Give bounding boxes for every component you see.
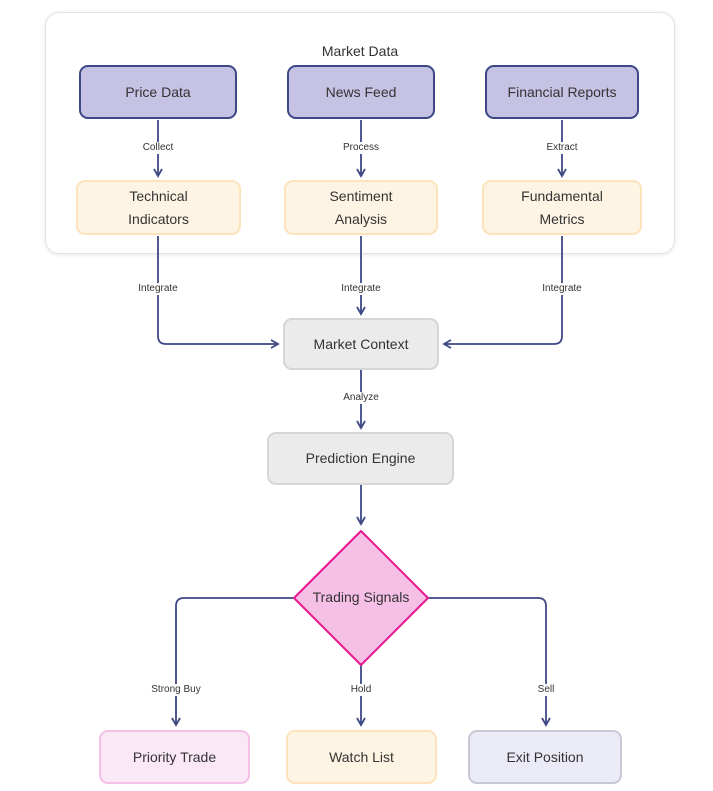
edge-label-hold: Hold (348, 684, 374, 696)
node-priority-trade-label: Priority Trade (132, 748, 217, 765)
edge-integrate-technical (157, 236, 280, 349)
edge-label-collect: Collect (140, 142, 176, 154)
edge-integrate-fundamental (442, 236, 563, 349)
node-priority-trade[interactable]: Priority Trade (99, 730, 250, 784)
node-financial-reports-label: Financial Reports (507, 83, 617, 100)
node-market-context[interactable]: Market Context (283, 318, 439, 370)
edge-label-strong-buy: Strong Buy (149, 684, 203, 696)
node-exit-position-label: Exit Position (506, 748, 584, 765)
edge-label-integrate-1: Integrate (136, 283, 180, 295)
node-trading-signals-label[interactable]: Trading Signals (312, 589, 410, 605)
node-watch-list-label: Watch List (329, 748, 394, 765)
node-exit-position[interactable]: Exit Position (468, 730, 622, 784)
node-financial-reports[interactable]: Financial Reports (485, 65, 639, 119)
node-sentiment-analysis[interactable]: Sentiment Analysis (284, 180, 438, 235)
node-market-context-label: Market Context (313, 335, 409, 352)
node-technical-indicators[interactable]: Technical Indicators (76, 180, 241, 235)
edge-label-integrate-3: Integrate (540, 283, 584, 295)
group-title: Market Data (321, 43, 399, 59)
edge-label-integrate-2: Integrate (339, 283, 383, 295)
node-prediction-engine-label: Prediction Engine (305, 450, 416, 466)
node-news-feed-label: News Feed (325, 83, 397, 100)
node-fundamental-metrics-label: Fundamental Metrics (521, 187, 603, 227)
edge-sell (428, 597, 551, 727)
node-technical-indicators-label: Technical Indicators (128, 187, 189, 227)
edge-label-sell: Sell (535, 684, 557, 696)
node-prediction-engine[interactable]: Prediction Engine (267, 432, 454, 485)
edge-label-analyze: Analyze (341, 392, 381, 404)
node-watch-list[interactable]: Watch List (286, 730, 437, 784)
node-price-data[interactable]: Price Data (79, 65, 237, 119)
edge-label-process: Process (340, 142, 382, 154)
edge-strong-buy (171, 597, 294, 727)
trading-signals-diamond (293, 530, 429, 666)
node-news-feed[interactable]: News Feed (287, 65, 435, 119)
node-fundamental-metrics[interactable]: Fundamental Metrics (482, 180, 642, 235)
node-sentiment-analysis-label: Sentiment Analysis (329, 187, 393, 227)
edge-label-extract: Extract (544, 142, 580, 154)
node-price-data-label: Price Data (125, 83, 191, 100)
